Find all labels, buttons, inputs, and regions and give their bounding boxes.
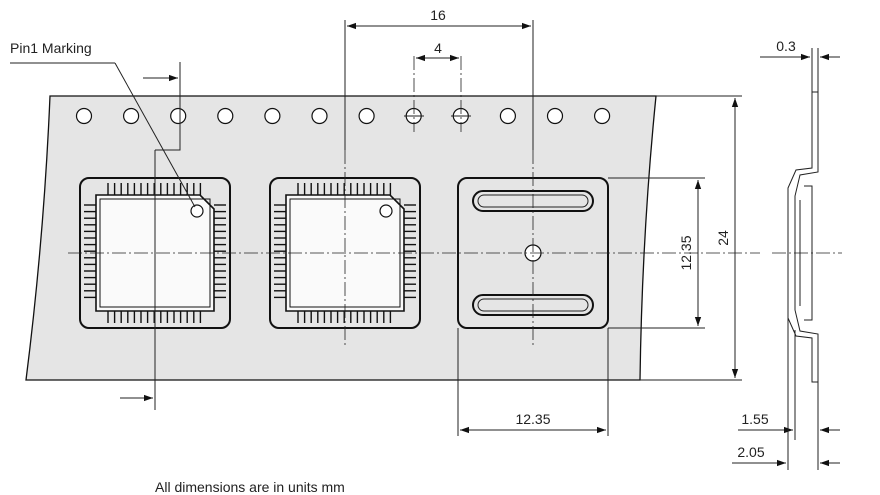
sprocket-hole-icon [499,107,516,125]
sprocket-hole-icon [311,107,328,125]
tape-width-label: 24 [715,230,731,246]
sprocket-hole-icon [593,107,611,125]
footnote: All dimensions are in units mm [155,479,345,495]
sprocket-holes [75,107,611,125]
sprocket-hole-icon [546,107,564,125]
tape-cross-section [787,91,819,383]
sprocket-hole-icon [123,107,140,125]
pin1-marking-label: Pin1 Marking [10,40,92,56]
sprocket-hole-icon [264,107,281,125]
depth-a-label: 1.55 [741,411,768,427]
pin1-dot-icon [190,204,204,218]
pocket-width-label: 12.35 [515,411,550,427]
sprocket-hole-icon [358,107,375,125]
pocket-height-label: 12.35 [678,235,694,270]
pin1-dot-icon [379,204,393,218]
thickness-label: 0.3 [776,38,796,54]
sprocket-hole-icon [217,107,234,125]
hole-pitch-label: 4 [434,40,442,56]
sprocket-hole-icon [75,107,93,125]
sprocket-hole-icon [170,107,187,125]
pin1-leader [10,62,196,208]
pitch-label: 16 [430,7,446,23]
depth-b-label: 2.05 [737,444,764,460]
